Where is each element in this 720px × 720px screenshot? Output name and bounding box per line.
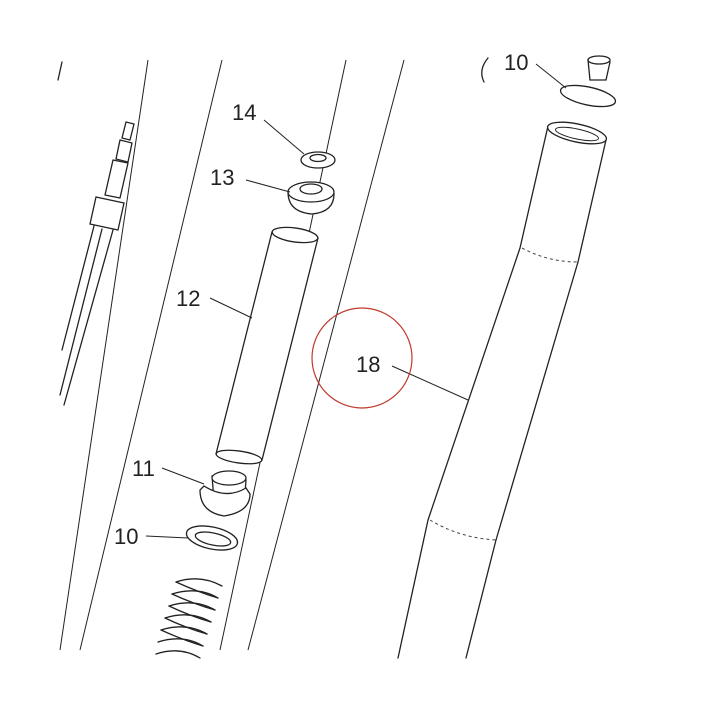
leader-10 (145, 535, 189, 539)
guide-line-4 (247, 59, 405, 651)
leader-13 (245, 179, 291, 193)
callout-13: 13 (210, 165, 234, 190)
callout-10-top: 10 (504, 50, 528, 75)
leader-12 (209, 297, 253, 319)
callout-18: 18 (356, 352, 380, 377)
fork-spring (155, 578, 223, 659)
top-plug (587, 55, 611, 81)
callout-10: 10 (114, 524, 138, 549)
damper-rod-assembly (57, 61, 135, 406)
highlight-circle (311, 307, 413, 409)
part-14-washer (300, 151, 336, 169)
part-11-bushing (199, 470, 251, 517)
callout-14: 14 (232, 100, 256, 125)
callout-12: 12 (176, 286, 200, 311)
guide-line-1 (59, 59, 149, 651)
partial-shape-top-left (481, 57, 489, 83)
leader-11 (161, 467, 205, 485)
callout-11: 11 (132, 456, 155, 481)
top-o-ring (559, 84, 617, 108)
part-18-fork-tube (397, 121, 608, 659)
guide-line-2 (79, 59, 223, 651)
part-12-tube (215, 226, 319, 465)
part-10-clip (185, 525, 239, 551)
part-13-bushing (287, 181, 335, 215)
leader-18 (391, 365, 469, 401)
leader-10-top (535, 63, 567, 89)
leader-14 (263, 119, 305, 155)
